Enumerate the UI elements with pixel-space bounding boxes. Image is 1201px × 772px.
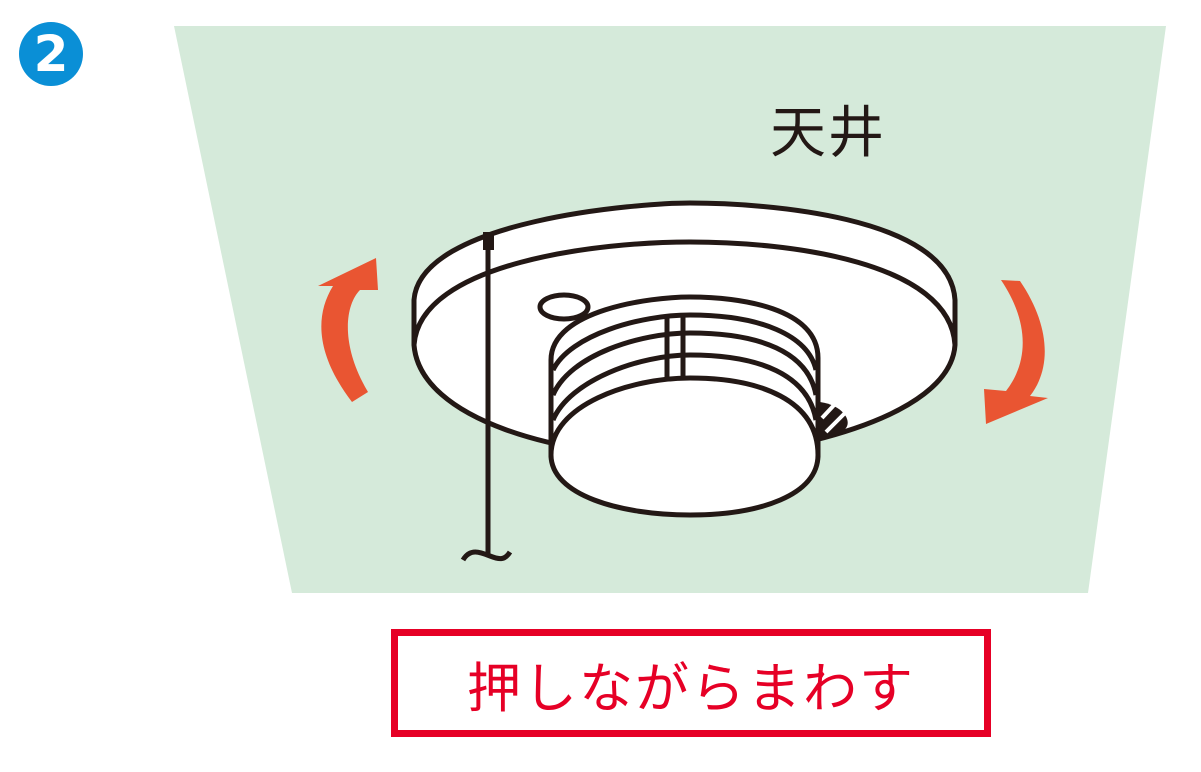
- latch-tab: [820, 401, 848, 437]
- instruction-text: 押しながらまわす: [467, 656, 915, 720]
- mount-hole: [537, 292, 591, 322]
- rotate-left-arrow-icon: [318, 258, 378, 402]
- wire: [460, 232, 513, 562]
- smoke-detector-body: [548, 294, 821, 518]
- rotate-right-arrow-icon: [984, 280, 1048, 424]
- ceiling-label: 天井: [770, 101, 886, 166]
- instruction-box: 押しながらまわす: [391, 629, 991, 737]
- step-number-badge: 2: [19, 22, 83, 86]
